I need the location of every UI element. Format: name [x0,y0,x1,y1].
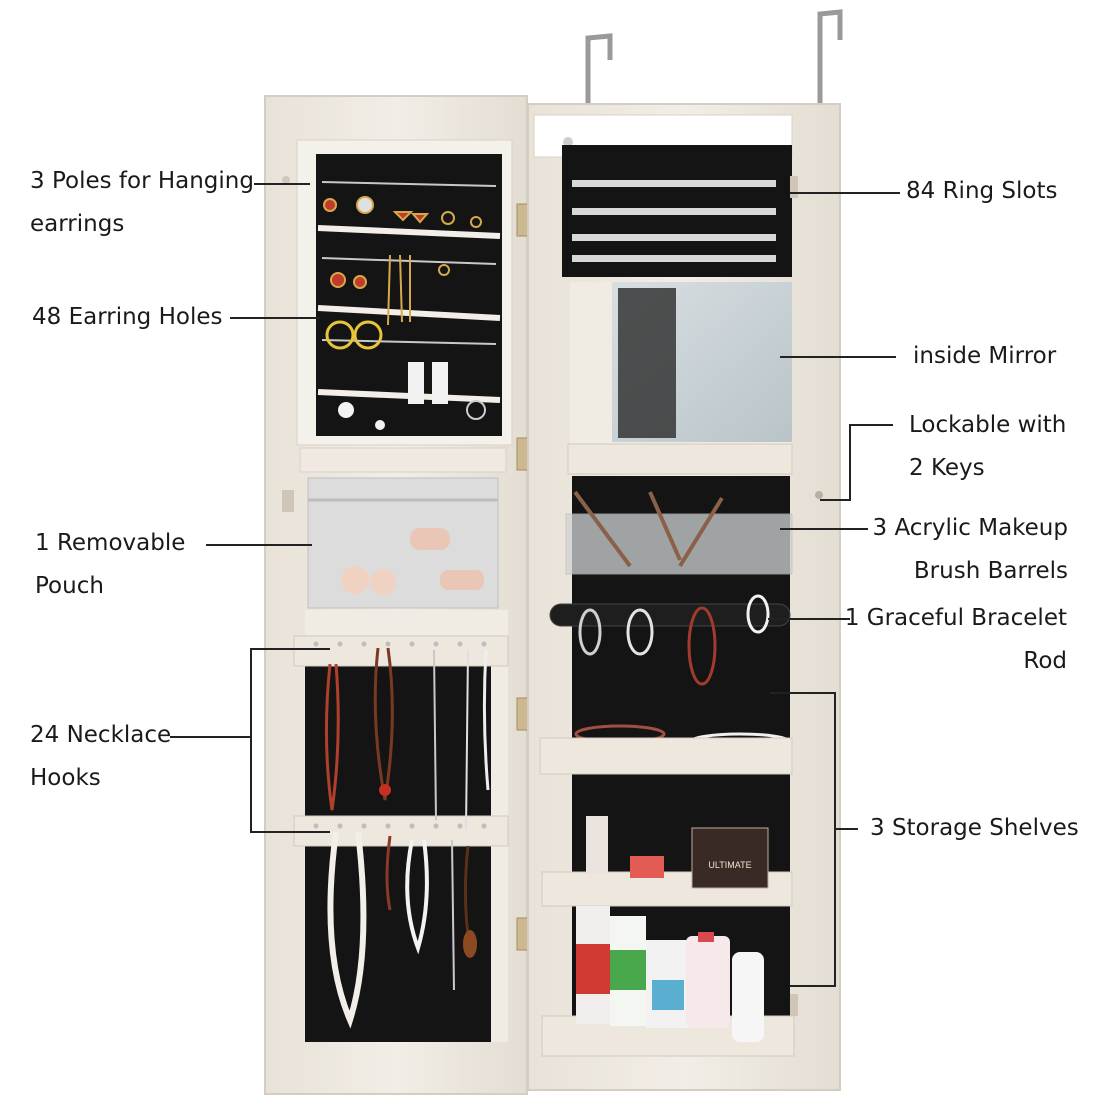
label-bracelet-rod: 1 Graceful Bracelet Rod [844,605,1067,674]
callout-lines [170,183,900,987]
necklaces [324,647,490,1029]
label-acrylic-barrels: 3 Acrylic Makeup Brush Barrels [872,515,1069,584]
right-cabinet: ULTIMATE [527,103,841,1091]
earrings [323,196,486,430]
label-earring-holes: 48 Earring Holes [32,304,223,330]
ring-slot-rows [572,180,776,262]
door-hooks [585,9,843,118]
label-lockable: Lockable with 2 Keys [909,412,1067,481]
left-door [264,95,528,1095]
label-mirror: inside Mirror [913,343,1057,369]
palette-text: ULTIMATE [708,860,751,870]
label-necklace-hooks: 24 Necklace Hooks [30,722,172,791]
label-poles: 3 Poles for Hanging earrings [30,168,254,237]
label-ring-slots: 84 Ring Slots [906,178,1058,204]
label-storage-shelves: 3 Storage Shelves [870,815,1079,841]
label-pouch: 1 Removable Pouch [35,530,186,599]
bracelets [578,594,770,686]
